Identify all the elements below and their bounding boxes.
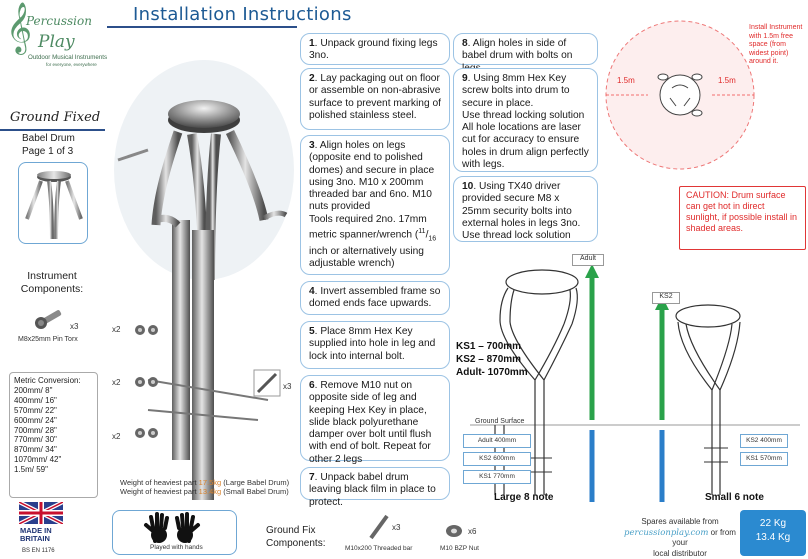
step-2: 2. Lay packaging out on floor or assembl… [300, 68, 450, 130]
weight-small-value: 13.4 Kg [755, 532, 791, 543]
metric-row: 1070mm/ 42" [14, 455, 62, 465]
metric-row: 600mm/ 24" [14, 415, 57, 425]
page-indicator: Page 1 of 3 [22, 146, 74, 157]
babel-drum-thumbnail-icon [25, 171, 83, 240]
left-sidebar: 𝄞 Percussion Play Outdoor Musical Instru… [0, 0, 107, 559]
metric-row: 400mm/ 16" [14, 395, 57, 405]
space-left-label: 1.5m [617, 76, 635, 85]
uk-flag-icon [19, 502, 63, 524]
weight-small: Weight of heaviest part 13.4kg (Small Ba… [120, 487, 289, 496]
depth-box-large: KS2 600mm [463, 452, 531, 466]
percussion-play-logo[interactable]: 𝄞 Percussion Play Outdoor Musical Instru… [6, 2, 108, 86]
logo-tagline: Outdoor Musical Instruments [28, 54, 108, 61]
threaded-bar-quantity-label: x3 [283, 382, 292, 391]
step-9: 9. Using 8mm Hex Key screw bolts into dr… [453, 68, 598, 172]
depth-box-small: KS1 570mm [740, 452, 788, 466]
metric-row: 770mm/ 30" [14, 435, 57, 445]
logo-word-1: Percussion [26, 14, 92, 28]
pin-torx-bolt-icon [35, 310, 62, 329]
ks1-height: KS1 – 700mm [456, 341, 522, 352]
header-divider [107, 26, 297, 28]
hands-caption: Played with hands [150, 544, 203, 551]
nut-icon [446, 525, 462, 537]
section-title: Ground Fixed [10, 110, 101, 125]
depth-box-large: KS1 770mm [463, 470, 531, 484]
weight-large-value: 22 Kg [759, 518, 787, 529]
made-in-britain-badge: MADE IN BRITAIN [20, 527, 70, 542]
metric-title: Metric Conversion: [14, 376, 81, 385]
bar-name: M10x200 Threaded bar [345, 545, 413, 552]
metric-row: 1.5m/ 59" [14, 465, 48, 475]
ks2-height: KS2 – 870mm [456, 354, 522, 365]
metric-conversion-table: Metric Conversion: 200mm/ 8" 400mm/ 16" … [9, 372, 98, 498]
ground-fix-components-label: Ground Fix Components: [266, 525, 326, 549]
logo-word-2: Play [38, 32, 75, 52]
weight-info: Weight of heaviest part 17.5kg (Large Ba… [120, 478, 289, 496]
hands-icon [144, 512, 200, 543]
weight-large: Weight of heaviest part 17.5kg (Large Ba… [120, 478, 290, 487]
product-name: Babel Drum [22, 133, 75, 144]
step-8: 8. Align holes in side of babel drum wit… [453, 33, 598, 74]
babel-drum-product-icon [114, 60, 294, 500]
metric-row: 870mm/ 34" [14, 445, 57, 455]
page-title: Installation Instructions [133, 4, 352, 25]
step-1: 1. Unpack ground fixing legs 3no. [300, 33, 450, 65]
played-with-hands-box [112, 510, 237, 555]
ks2-tag: KS2 [652, 292, 680, 304]
step-3: 3. Align holes on legs (opposite end to … [300, 135, 450, 275]
spares-line-1: Spares available from [641, 517, 719, 526]
step-10: 10. Using TX40 driver provided secure M8… [453, 176, 598, 242]
install-space-note: Install Instrument with 1.5m free space … [749, 24, 803, 66]
pin-quantity: x3 [70, 322, 79, 331]
step-6: 6. Remove M10 nut on opposite side of le… [300, 375, 450, 465]
weight-badge: 22 Kg 13.4 Kg [740, 510, 806, 556]
standard-label: BS EN 1176 [22, 548, 55, 554]
metric-row: 700mm/ 28" [14, 425, 57, 435]
made-in-line-1: MADE IN [20, 526, 52, 535]
caution-box: CAUTION: Drum surface can get hot in dir… [679, 186, 806, 250]
free-space-diagram [605, 20, 755, 170]
made-in-line-2: BRITAIN [20, 533, 50, 543]
height-key: KS1 – 700mm KS2 – 870mm Adult- 1070mm [456, 340, 528, 379]
bar-quantity: x3 [392, 523, 401, 532]
product-thumbnail [18, 162, 88, 244]
space-right-label: 1.5m [718, 76, 736, 85]
spares-link[interactable]: percussionplay.com [624, 527, 709, 538]
depth-box-small: KS2 400mm [740, 434, 788, 448]
step-5: 5. Place 8mm Hex Key supplied into hole … [300, 321, 450, 369]
nut-quantity-label: x2 [112, 378, 121, 387]
nut-quantity-label: x2 [112, 432, 121, 441]
small-drum-caption: Small 6 note [705, 492, 764, 503]
nut-quantity: x6 [468, 527, 477, 536]
spares-info: Spares available from percussionplay.com… [620, 517, 740, 559]
pin-name: M8x25mm Pin Torx [18, 336, 78, 343]
metric-row: 200mm/ 8" [14, 385, 53, 395]
spares-line-3: local distributor [653, 548, 707, 558]
nut-quantity-label: x2 [112, 325, 121, 334]
logo-tagline-2: for everyone, everywhere [46, 62, 97, 67]
threaded-bar-icon [369, 514, 389, 540]
metric-row: 570mm/ 22" [14, 405, 57, 415]
section-divider [0, 129, 105, 131]
height-diagram [470, 264, 800, 502]
step-7: 7. Unpack babel drum leaving black film … [300, 467, 450, 508]
adult-height: Adult- 1070mm [456, 367, 528, 378]
instrument-components-label: Instrument Components: [20, 270, 84, 295]
ground-surface-label: Ground Surface [475, 418, 525, 425]
depth-box-large: Adult 400mm [463, 434, 531, 448]
treble-clef-icon: 𝄞 [6, 2, 33, 53]
large-drum-caption: Large 8 note [494, 492, 554, 503]
nut-name: M10 BZP Nut [440, 545, 479, 552]
adult-tag: Adult [572, 254, 604, 266]
step-4: 4. Invert assembled frame so domed ends … [300, 281, 450, 315]
